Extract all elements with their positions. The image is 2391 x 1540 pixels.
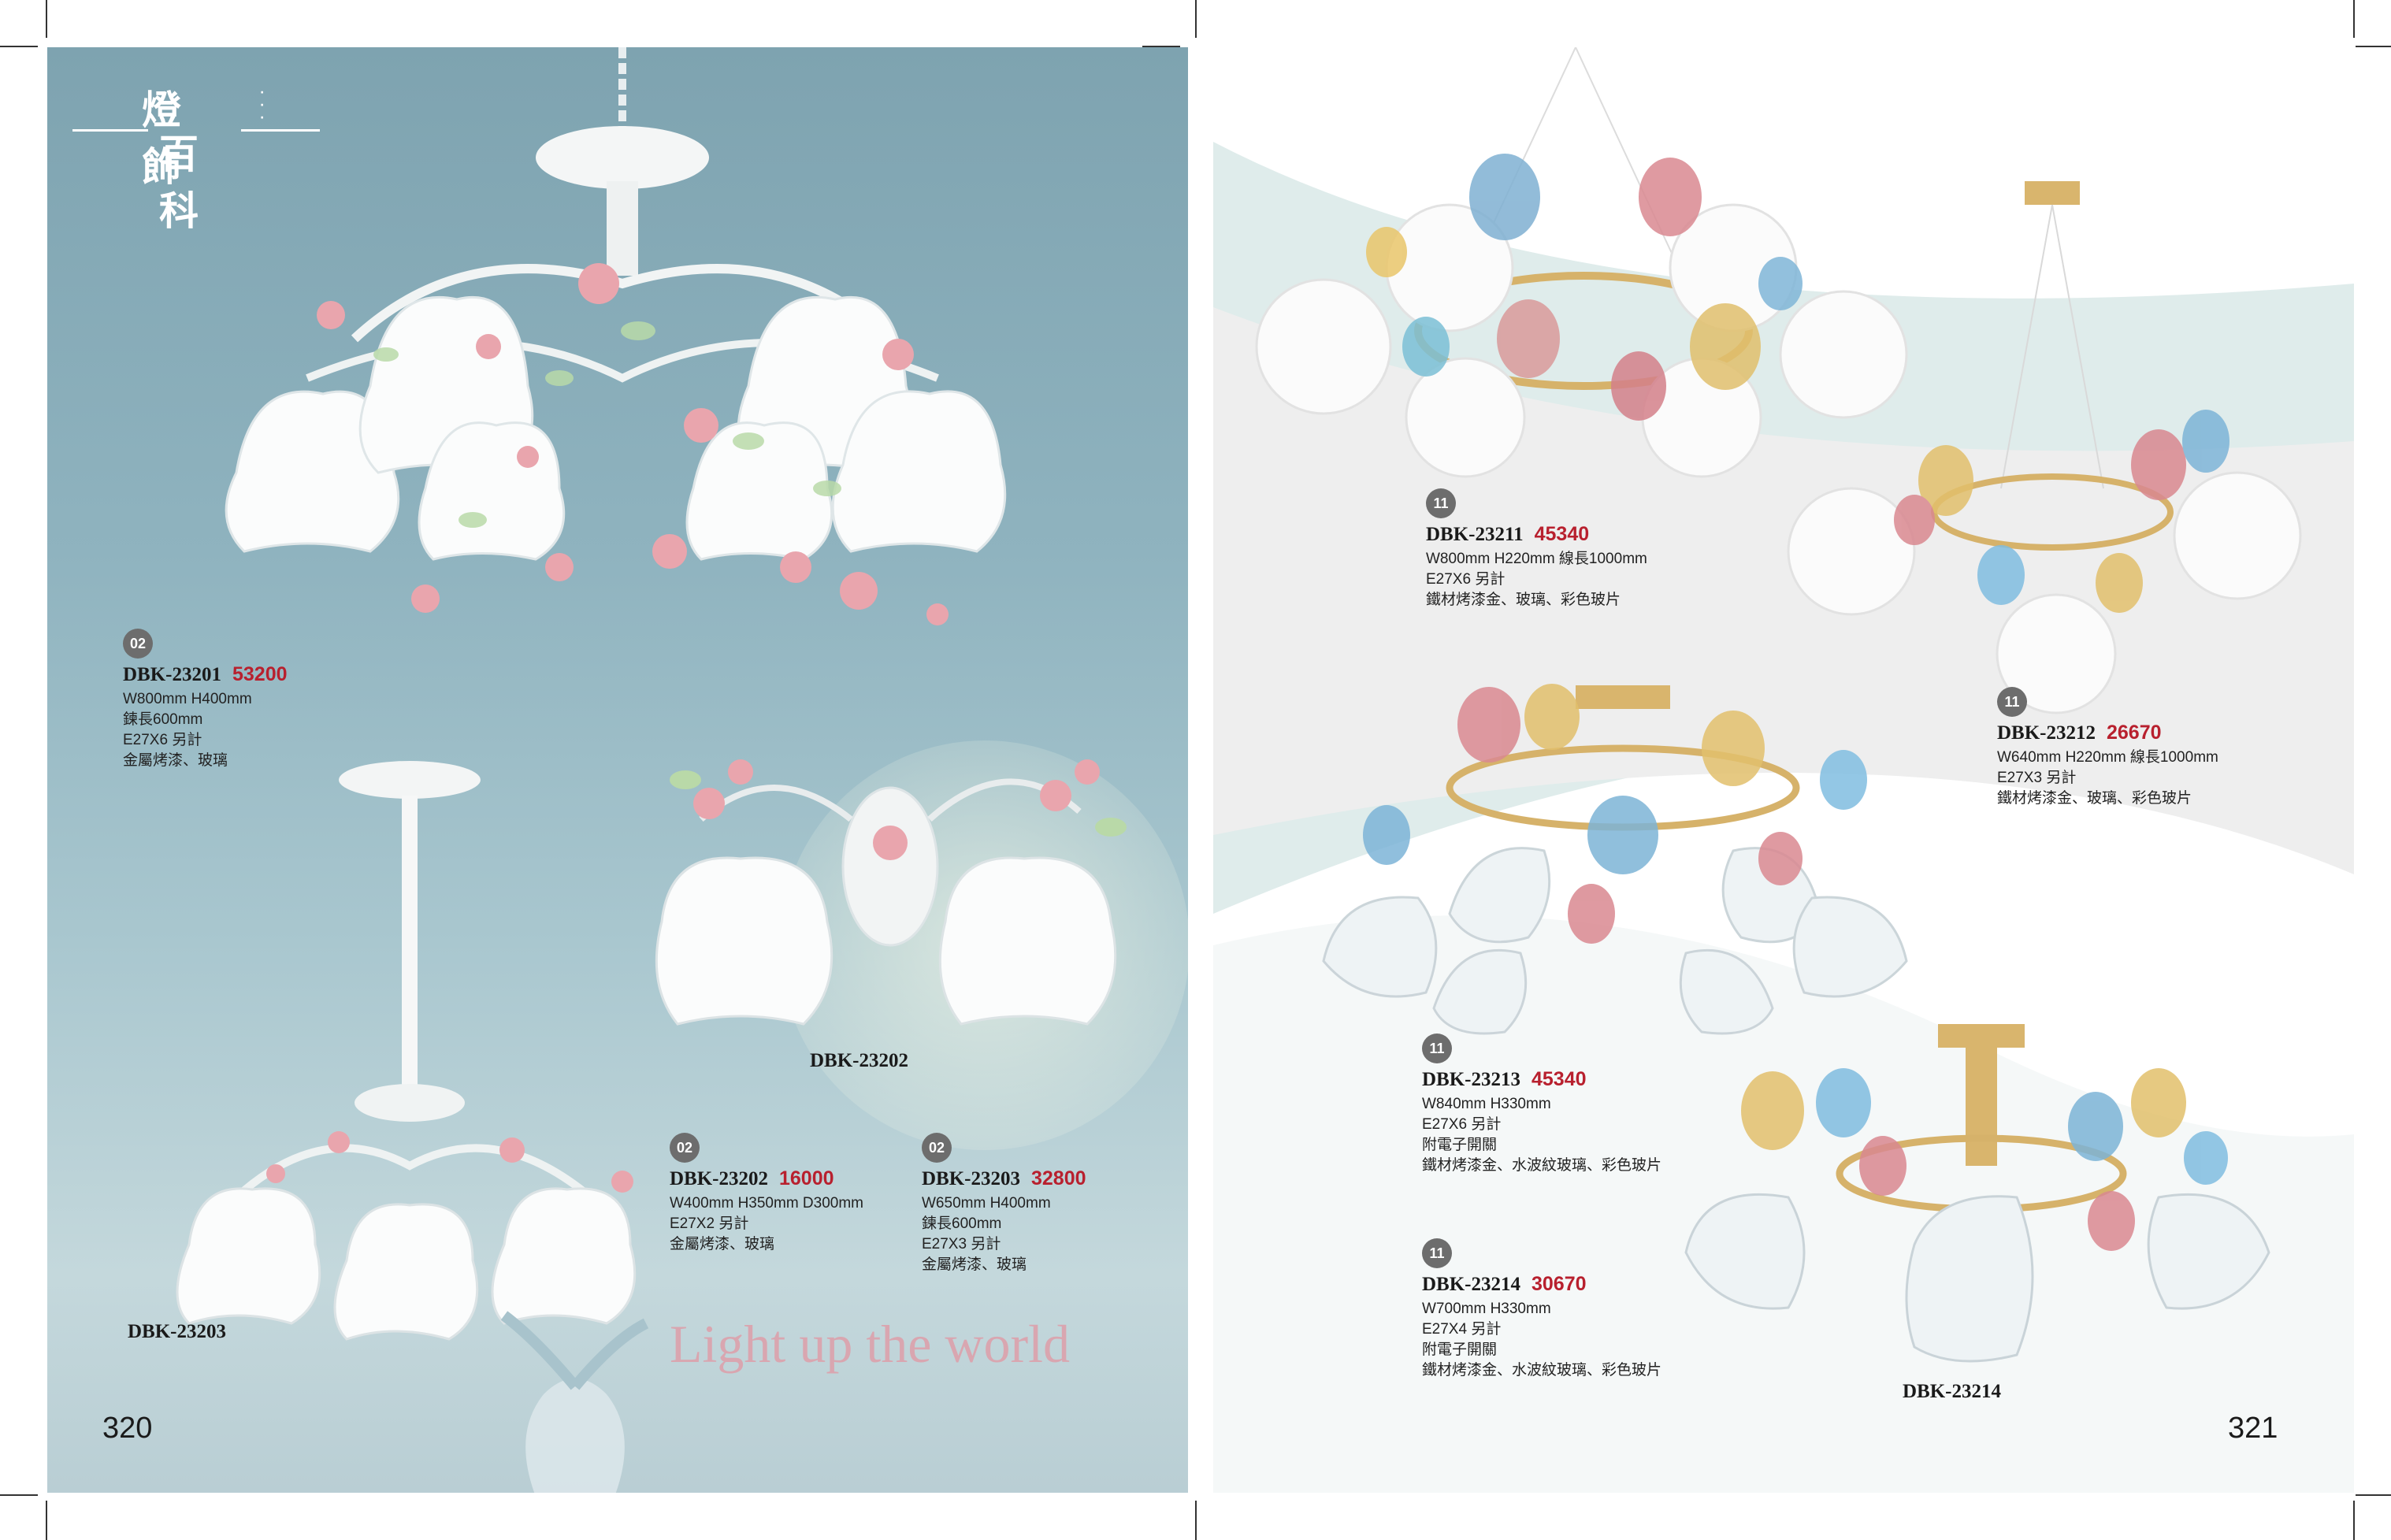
spec-line: W700mm H330mm — [1422, 1301, 1551, 1317]
crop-mark — [0, 46, 38, 47]
crop-mark — [46, 1501, 47, 1540]
pendant-dbk-23211-image — [1255, 47, 1908, 478]
spec-line: 金屬烤漆、玻璃 — [670, 1236, 775, 1252]
spec-line: E27X3 另計 — [1997, 770, 2077, 786]
spec-line: 金屬烤漆、玻璃 — [123, 752, 228, 769]
logo-dots: · · · — [260, 87, 268, 124]
product-dbk-23213: DBK-23213 45340 W840mm H330mm E27X6 另計 附電… — [1422, 1070, 1661, 1176]
badge-dbk-23211: 11 — [1426, 488, 1456, 518]
badge-dbk-23201: 02 — [123, 629, 153, 659]
spec-line: 鐵材烤漆金、水波紋玻璃、彩色玻片 — [1422, 1362, 1662, 1379]
spec-line: E27X2 另計 — [670, 1215, 749, 1232]
pendant-dbk-23212-image — [1787, 181, 2302, 714]
spec-line: 鍊長600mm — [123, 711, 203, 728]
product-price: 45340 — [1534, 523, 1590, 545]
spec-line: 附電子開關 — [1422, 1137, 1498, 1153]
spec-line: W800mm H400mm — [123, 691, 252, 707]
logo-line2: 百科 — [159, 132, 199, 234]
product-dbk-23203: DBK-23203 32800 W650mm H400mm 鍊長600mm E27… — [922, 1169, 1086, 1275]
image-label-dbk-23203: DBK-23203 — [128, 1321, 226, 1342]
pendant-dbk-23203-image — [176, 761, 637, 1341]
spec-line: 鐵材烤漆金、玻璃、彩色玻片 — [1426, 592, 1621, 608]
spec-line: E27X4 另計 — [1422, 1321, 1502, 1338]
crop-mark — [2353, 1501, 2355, 1540]
product-code: DBK-23211 — [1426, 524, 1524, 545]
product-price: 53200 — [232, 663, 288, 685]
badge-dbk-23212: 11 — [1997, 687, 2027, 717]
product-code: DBK-23203 — [922, 1168, 1020, 1189]
slogan: Light up the world — [670, 1314, 1071, 1374]
spec-line: 鐵材烤漆金、玻璃、彩色玻片 — [1997, 790, 2192, 807]
spec-line: W800mm H220mm 線長1000mm — [1426, 551, 1647, 567]
spec-line: E27X6 另計 — [1422, 1116, 1502, 1133]
spec-line: E27X6 另計 — [1426, 571, 1506, 588]
spec-line: W840mm H330mm — [1422, 1096, 1551, 1112]
spec-line: E27X3 另計 — [922, 1236, 1001, 1252]
product-dbk-23211: DBK-23211 45340 W800mm H220mm 線長1000mm E2… — [1426, 525, 1647, 610]
spec-line: W640mm H220mm 線長1000mm — [1997, 749, 2218, 766]
crop-mark — [2356, 46, 2391, 47]
spec-line: 金屬烤漆、玻璃 — [922, 1256, 1027, 1273]
crop-mark — [46, 0, 47, 38]
logo-rule — [72, 129, 148, 132]
image-label-dbk-23202: DBK-23202 — [810, 1050, 908, 1071]
page-number-right: 321 — [2228, 1412, 2278, 1445]
product-dbk-23212: DBK-23212 26670 W640mm H220mm 線長1000mm E2… — [1997, 723, 2218, 809]
crop-mark — [2353, 0, 2355, 38]
spec-line: 附電子開關 — [1422, 1341, 1498, 1358]
chandelier-dbk-23213-image — [1322, 684, 1908, 1035]
badge-dbk-23213: 11 — [1422, 1033, 1452, 1063]
product-code: DBK-23212 — [1997, 722, 2096, 744]
product-code: DBK-23213 — [1422, 1069, 1520, 1090]
spec-line: 鍊長600mm — [922, 1215, 1002, 1232]
badge-dbk-23202: 02 — [670, 1133, 700, 1163]
spec-line: W400mm H350mm D300mm — [670, 1195, 863, 1212]
right-page: 11 DBK-23211 45340 W800mm H220mm 線長1000mm… — [1213, 47, 2354, 1493]
wall-lamp-dbk-23202-image — [655, 759, 1127, 1026]
image-label-dbk-23214: DBK-23214 — [1903, 1381, 2001, 1402]
chandelier-dbk-23201-image — [225, 47, 1007, 625]
badge-dbk-23203: 02 — [922, 1133, 952, 1163]
vase-image — [500, 1311, 649, 1493]
product-price: 45340 — [1532, 1068, 1587, 1090]
product-dbk-23202: DBK-23202 16000 W400mm H350mm D300mm E27X… — [670, 1169, 863, 1255]
spec-line: 鐵材烤漆金、水波紋玻璃、彩色玻片 — [1422, 1157, 1662, 1174]
page-number-left: 320 — [102, 1412, 153, 1445]
logo-rule — [241, 129, 320, 132]
crop-mark — [1142, 46, 1180, 47]
product-code: DBK-23214 — [1422, 1274, 1520, 1295]
crop-mark — [0, 1494, 38, 1496]
product-dbk-23214: DBK-23214 30670 W700mm H330mm E27X4 另計 附電… — [1422, 1275, 1661, 1381]
product-price: 26670 — [2107, 722, 2162, 744]
product-code: DBK-23201 — [123, 664, 221, 685]
crop-mark — [2356, 1494, 2391, 1496]
product-price: 32800 — [1031, 1167, 1086, 1189]
product-dbk-23201: DBK-23201 53200 W800mm H400mm 鍊長600mm E27… — [123, 665, 288, 771]
chandelier-dbk-23214-image — [1684, 1024, 2270, 1363]
logo-line1: 燈飾 — [142, 87, 181, 190]
spec-line: E27X6 另計 — [123, 732, 202, 748]
product-price: 30670 — [1532, 1273, 1587, 1295]
badge-dbk-23214: 11 — [1422, 1238, 1452, 1268]
crop-mark — [1195, 1501, 1197, 1540]
product-code: DBK-23202 — [670, 1168, 768, 1189]
crop-mark — [1195, 0, 1197, 38]
spec-line: W650mm H400mm — [922, 1195, 1051, 1212]
left-page: 燈飾 百科 · · · — [47, 47, 1188, 1493]
product-price: 16000 — [779, 1167, 834, 1189]
